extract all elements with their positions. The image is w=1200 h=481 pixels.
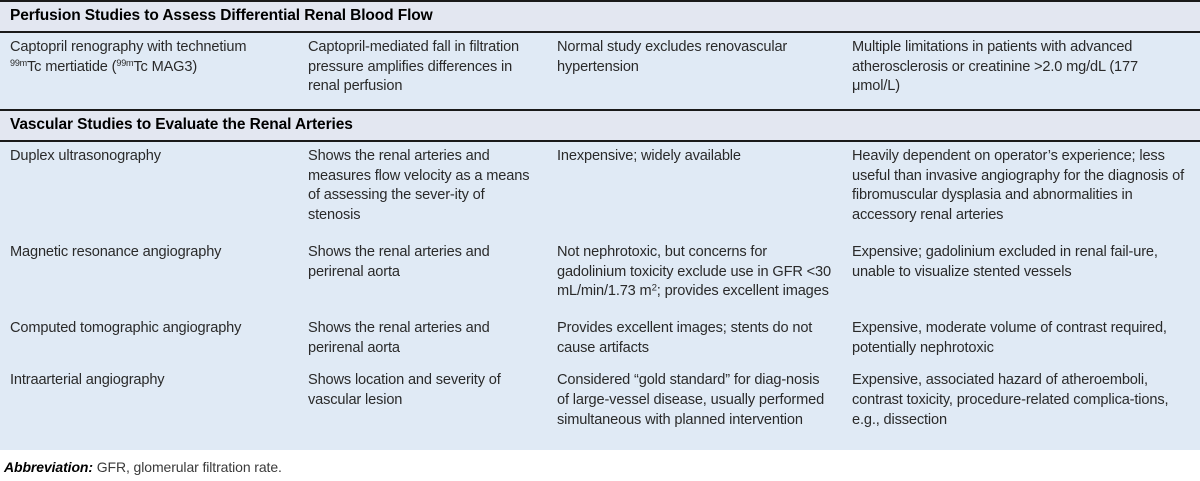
cell-description: Shows location and severity of vascular … bbox=[308, 366, 557, 443]
cell-limitations: Expensive, moderate volume of contrast r… bbox=[852, 313, 1200, 367]
area-superscript: 2 bbox=[651, 282, 657, 294]
isotope-superscript-2: 99m bbox=[116, 57, 134, 68]
table-bottom-spacer bbox=[0, 442, 1200, 451]
cell-advantages: Inexpensive; widely available bbox=[557, 141, 852, 238]
cell-description: Shows the renal arteries and perirenal a… bbox=[308, 237, 557, 314]
cell-limitations: Multiple limitations in patients with ad… bbox=[852, 32, 1200, 111]
section-heading-perfusion: Perfusion Studies to Assess Differential… bbox=[0, 0, 1200, 33]
modality-text-line1: Captopril renography with technetium bbox=[10, 39, 247, 55]
section-heading-vascular: Vascular Studies to Evaluate the Renal A… bbox=[0, 109, 1200, 143]
cell-modality: Magnetic resonance angiography bbox=[0, 237, 308, 314]
renal-artery-studies-table: Perfusion Studies to Assess Differential… bbox=[0, 0, 1200, 451]
cell-description: Shows the renal arteries and measures fl… bbox=[308, 141, 557, 238]
cell-description: Shows the renal arteries and perirenal a… bbox=[308, 313, 557, 367]
section-header-row-vascular: Vascular Studies to Evaluate the Renal A… bbox=[0, 109, 1200, 143]
table-row: Duplex ultrasonography Shows the renal a… bbox=[0, 141, 1200, 238]
cell-modality: Intraarterial angiography bbox=[0, 366, 308, 443]
table-row: Magnetic resonance angiography Shows the… bbox=[0, 237, 1200, 314]
table-row: Computed tomographic angiography Shows t… bbox=[0, 313, 1200, 367]
cell-limitations: Expensive; gadolinium excluded in renal … bbox=[852, 237, 1200, 314]
advantages-text-part2: ; provides excellent images bbox=[656, 283, 829, 300]
limitations-text-part1: Multiple limitations in patients with ad… bbox=[852, 39, 1138, 75]
cell-limitations: Heavily dependent on operator’s experien… bbox=[852, 141, 1200, 238]
limitations-text-part2: μmol/L) bbox=[852, 78, 900, 95]
cell-modality: Duplex ultrasonography bbox=[0, 141, 308, 238]
cell-limitations: Expensive, associated hazard of atheroem… bbox=[852, 366, 1200, 443]
isotope-superscript-1: 99m bbox=[10, 57, 27, 68]
cell-advantages: Provides excellent images; stents do not… bbox=[557, 313, 852, 367]
table-footnote: Abbreviation: GFR, glomerular filtration… bbox=[0, 450, 1200, 481]
cell-advantages: Normal study excludes renovascular hyper… bbox=[557, 32, 852, 111]
footnote-text: GFR, glomerular filtration rate. bbox=[92, 459, 282, 476]
cell-advantages: Not nephrotoxic, but concerns for gadoli… bbox=[557, 237, 852, 314]
footnote-label: Abbreviation: bbox=[4, 459, 93, 476]
modality-text-line2b: Tc MAG3) bbox=[133, 58, 198, 75]
modality-text-line2a: Tc mertiatide ( bbox=[27, 58, 117, 75]
section-header-row-perfusion: Perfusion Studies to Assess Differential… bbox=[0, 0, 1200, 33]
cell-description: Captopril-mediated fall in filtration pr… bbox=[308, 32, 557, 111]
advantages-text-part1: Not nephrotoxic, but concerns for gadoli… bbox=[557, 243, 831, 300]
cell-advantages: Considered “gold standard” for diag-nosi… bbox=[557, 366, 852, 443]
table-row: Intraarterial angiography Shows location… bbox=[0, 366, 1200, 443]
cell-modality: Computed tomographic angiography bbox=[0, 313, 308, 367]
